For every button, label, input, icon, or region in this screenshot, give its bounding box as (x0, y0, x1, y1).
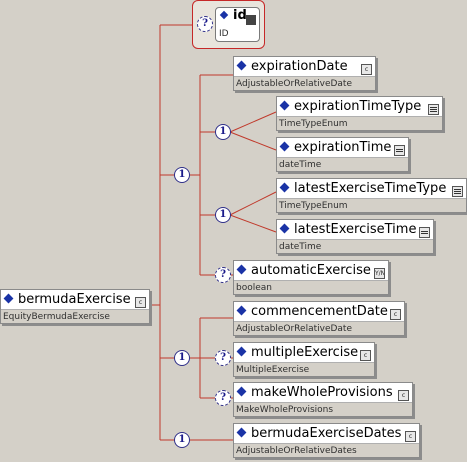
element-diamond-icon (279, 141, 290, 152)
attribute-id[interactable]: id ID (215, 7, 260, 42)
element-diamond-icon (279, 100, 290, 111)
root-element-bermudaExercise[interactable]: bermudaExercise EquityBermudaExercise c (0, 289, 150, 324)
element-diamond-icon (236, 60, 247, 71)
multiple-optional-compositor[interactable]: ? (215, 350, 231, 366)
complex-type-icon: c (405, 431, 416, 442)
element-commencementDate[interactable]: commencementDate AdjustableOrRelativeDat… (233, 301, 405, 336)
element-latestExerciseTimeType[interactable]: latestExerciseTimeType TimeTypeEnum (276, 178, 467, 213)
type-footer (234, 280, 388, 294)
type-footer (1, 309, 149, 323)
datetime-type-icon (394, 145, 405, 156)
element-type: MultipleExercise (236, 365, 310, 375)
attribute-type: ID (219, 29, 229, 39)
element-name: automaticExercise (251, 263, 371, 278)
element-type: AdjustableOrRelativeDate (236, 324, 352, 334)
enum-type-icon (428, 104, 439, 115)
element-name: latestExerciseTimeType (294, 181, 447, 196)
element-multipleExercise[interactable]: multipleExercise MultipleExercise c (233, 342, 375, 377)
latest-group-compositor[interactable]: 1 (215, 207, 231, 223)
attribute-simple-type-icon (246, 15, 256, 25)
element-diamond-icon (236, 427, 247, 438)
type-footer (277, 198, 466, 212)
element-type: AdjustableOrRelativeDate (236, 79, 352, 89)
complex-type-icon: c (360, 350, 371, 361)
complex-type-icon: c (390, 309, 401, 320)
element-type: TimeTypeEnum (279, 119, 348, 129)
type-footer (277, 116, 442, 130)
element-name: expirationTimeType (294, 99, 422, 114)
element-type: AdjustableOrRelativeDates (236, 446, 357, 456)
element-automaticExercise[interactable]: automaticExercise boolean Y/N (233, 260, 389, 295)
element-name: bermudaExerciseDates (251, 426, 402, 441)
type-footer (234, 402, 412, 416)
attr-optional-compositor[interactable]: ? (197, 16, 213, 32)
complex-type-icon: c (361, 64, 372, 75)
element-expirationDate[interactable]: expirationDate AdjustableOrRelativeDate … (233, 56, 376, 91)
element-diamond-icon (3, 293, 14, 304)
commencement-sequence-compositor[interactable]: 1 (174, 350, 190, 366)
element-type: dateTime (279, 160, 322, 170)
expiration-time-group-compositor[interactable]: 1 (215, 124, 231, 140)
type-footer (234, 321, 404, 335)
element-type: TimeTypeEnum (279, 201, 348, 211)
attribute-diamond-icon (219, 10, 229, 20)
type-footer (234, 76, 375, 90)
dates-required-compositor[interactable]: 1 (174, 432, 190, 448)
type-footer (277, 157, 408, 171)
element-latestExerciseTime[interactable]: latestExerciseTime dateTime (276, 219, 434, 254)
enum-type-icon (452, 186, 463, 197)
datetime-type-icon (419, 227, 430, 238)
element-name: commencementDate (251, 304, 388, 319)
element-type: MakeWholeProvisions (236, 405, 334, 415)
element-diamond-icon (236, 386, 247, 397)
attribute-name: id (233, 8, 247, 23)
main-sequence-compositor[interactable]: 1 (174, 167, 190, 183)
element-name: expirationTime (294, 140, 392, 155)
element-diamond-icon (279, 182, 290, 193)
type-footer (277, 239, 433, 253)
element-bermudaExerciseDates[interactable]: bermudaExerciseDates AdjustableOrRelativ… (233, 423, 420, 458)
complex-type-icon: c (398, 390, 409, 401)
element-makeWholeProvisions[interactable]: makeWholeProvisions MakeWholeProvisions … (233, 382, 413, 417)
element-type: EquityBermudaExercise (3, 312, 110, 322)
element-name: expirationDate (251, 59, 348, 74)
type-footer (234, 443, 419, 457)
element-expirationTimeType[interactable]: expirationTimeType TimeTypeEnum (276, 96, 443, 131)
element-diamond-icon (236, 305, 247, 316)
element-type: dateTime (279, 242, 322, 252)
boolean-type-icon: Y/N (374, 268, 385, 279)
element-type: boolean (236, 283, 272, 293)
automatic-optional-compositor[interactable]: ? (215, 267, 231, 283)
element-name: bermudaExercise (18, 292, 131, 307)
type-footer (234, 362, 374, 376)
element-diamond-icon (279, 223, 290, 234)
element-name: multipleExercise (251, 345, 359, 360)
element-diamond-icon (236, 264, 247, 275)
complex-type-icon: c (135, 297, 146, 308)
element-name: latestExerciseTime (294, 222, 417, 237)
element-expirationTime[interactable]: expirationTime dateTime (276, 137, 409, 172)
element-name: makeWholeProvisions (251, 385, 393, 400)
element-diamond-icon (236, 346, 247, 357)
makewhole-optional-compositor[interactable]: ? (215, 390, 231, 406)
